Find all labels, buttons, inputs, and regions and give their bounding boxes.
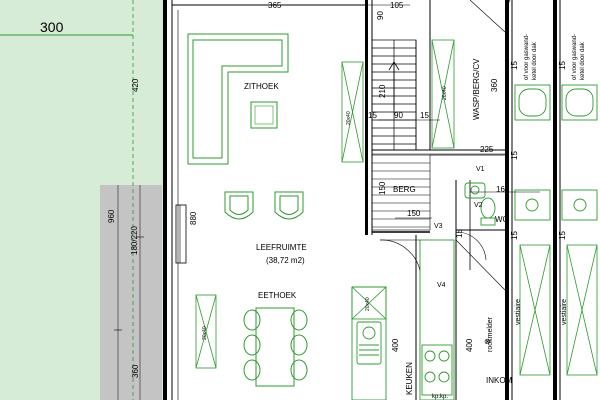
- berg-stairs: [371, 154, 431, 231]
- dim-90-mid: 90: [394, 111, 403, 120]
- dining-chair-left-1: [243, 309, 261, 331]
- cabinet-tag-3: 20x40: [442, 86, 448, 100]
- dim-365: 365: [268, 1, 282, 10]
- dim-15-b: 15: [420, 111, 429, 120]
- washbasin: [464, 182, 486, 199]
- cabinet-wasp: [431, 39, 455, 149]
- valve-v4: V4: [437, 282, 446, 289]
- dining-chairs: [243, 309, 308, 381]
- cabinet-tag-1: 20x40: [346, 111, 352, 125]
- label-gaswand-2: of voor gaswand-: [572, 34, 578, 80]
- label-vestiaire-2: vestiaire: [561, 299, 568, 325]
- dim-180-220: 180/220: [130, 226, 139, 255]
- valve-v2: V2: [474, 202, 483, 209]
- paved-terrace: [100, 185, 162, 400]
- door-swing-wc: [457, 231, 487, 261]
- room-inkom: INKOM: [486, 376, 513, 385]
- valve-v3: V3: [434, 223, 443, 230]
- dim-15-r4: 15: [558, 231, 567, 240]
- dining-chair-right-2: [290, 334, 308, 356]
- boiler-unit-1: [514, 84, 551, 221]
- dim-105: 105: [390, 1, 404, 10]
- dim-420: 420: [131, 78, 140, 92]
- dim-150-bottom: 150: [407, 209, 421, 218]
- coffee-table-inner: [254, 105, 274, 125]
- dining-chair-left-2: [243, 334, 261, 356]
- room-wc: WC: [495, 215, 509, 224]
- dim-15-r1: 15: [510, 61, 519, 70]
- roof-diagonal: [469, 0, 506, 33]
- toilet: [480, 197, 496, 226]
- label-gaswand-1: of voor gaswand-: [524, 34, 530, 80]
- armchair-left: [224, 191, 254, 220]
- dim-165: 165: [496, 185, 510, 194]
- label-gaswand-1b: ketel door dak: [532, 41, 538, 80]
- dim-880: 880: [189, 211, 198, 225]
- room-leefruimte-area: (38,72 m2): [266, 256, 305, 265]
- vestiaire-cabinet-1: [519, 244, 551, 376]
- dim-960: 960: [107, 209, 116, 223]
- dim-15-r6: 15: [510, 151, 519, 160]
- room-eethoek: EETHOEK: [258, 291, 297, 300]
- window-frame: [175, 204, 187, 264]
- dim-90-top: 90: [376, 11, 385, 20]
- door-swing-main: [379, 239, 421, 271]
- inkom-diagonal: [455, 239, 506, 291]
- dim-210: 210: [378, 84, 387, 98]
- label-kpkp: kp.kp.: [432, 394, 448, 400]
- roof-diagonal-2: [504, 0, 511, 11]
- boiler-unit-2: [561, 84, 598, 221]
- dim-15-r2: 15: [558, 61, 567, 70]
- kitchen-unit-right: [419, 239, 455, 400]
- east-wall: [505, 0, 509, 400]
- cabinet-tag-4: 20x40: [365, 297, 371, 311]
- dining-table: [255, 307, 295, 387]
- room-leefruimte: LEEFRUIMTE: [256, 243, 307, 252]
- dining-chair-left-3: [243, 359, 261, 381]
- room-wasp: WASP/BERG/CV: [472, 58, 481, 120]
- dim-15-r3: 15: [510, 231, 519, 240]
- east-wall-2: [553, 0, 557, 400]
- cabinet-tag-2: 20x40: [202, 326, 208, 340]
- dim-360-wasp: 360: [490, 78, 499, 92]
- dim-15-r5: 15: [455, 229, 464, 238]
- room-berg: BERG: [393, 185, 416, 194]
- central-wall: [365, 0, 368, 235]
- dim-15-a: 15: [368, 111, 377, 120]
- room-keuken: KEUKEN: [405, 362, 414, 395]
- dim-400-a: 400: [391, 338, 400, 352]
- stair-arrow: [388, 61, 400, 110]
- cabinet-stair: [341, 61, 364, 163]
- cabinet-tall-left: [195, 294, 217, 369]
- dim-garden-width: 300: [40, 19, 64, 35]
- dining-chair-right-1: [290, 309, 308, 331]
- west-wall: [163, 0, 167, 400]
- armchair-right: [274, 191, 304, 220]
- dim-400-b: 400: [465, 338, 474, 352]
- dim-225: 225: [480, 145, 494, 154]
- sofa: [187, 33, 289, 165]
- dim-150-berg: 150: [378, 181, 387, 195]
- kitchen-counter: [351, 286, 387, 400]
- label-rookmelder: rookmelder: [487, 316, 494, 352]
- label-gaswand-2b: ketel door dak: [580, 41, 586, 80]
- smoke-detector-mark: ⊗: [484, 337, 491, 346]
- label-vestiaire-1: vestiaire: [515, 299, 522, 325]
- coffee-table: [250, 101, 278, 129]
- vestiaire-cabinet-2: [566, 244, 598, 376]
- dining-chair-right-3: [290, 359, 308, 381]
- dim-360-left: 360: [131, 364, 140, 378]
- valve-v1: V1: [476, 166, 485, 173]
- room-zithoek: ZITHOEK: [244, 82, 279, 91]
